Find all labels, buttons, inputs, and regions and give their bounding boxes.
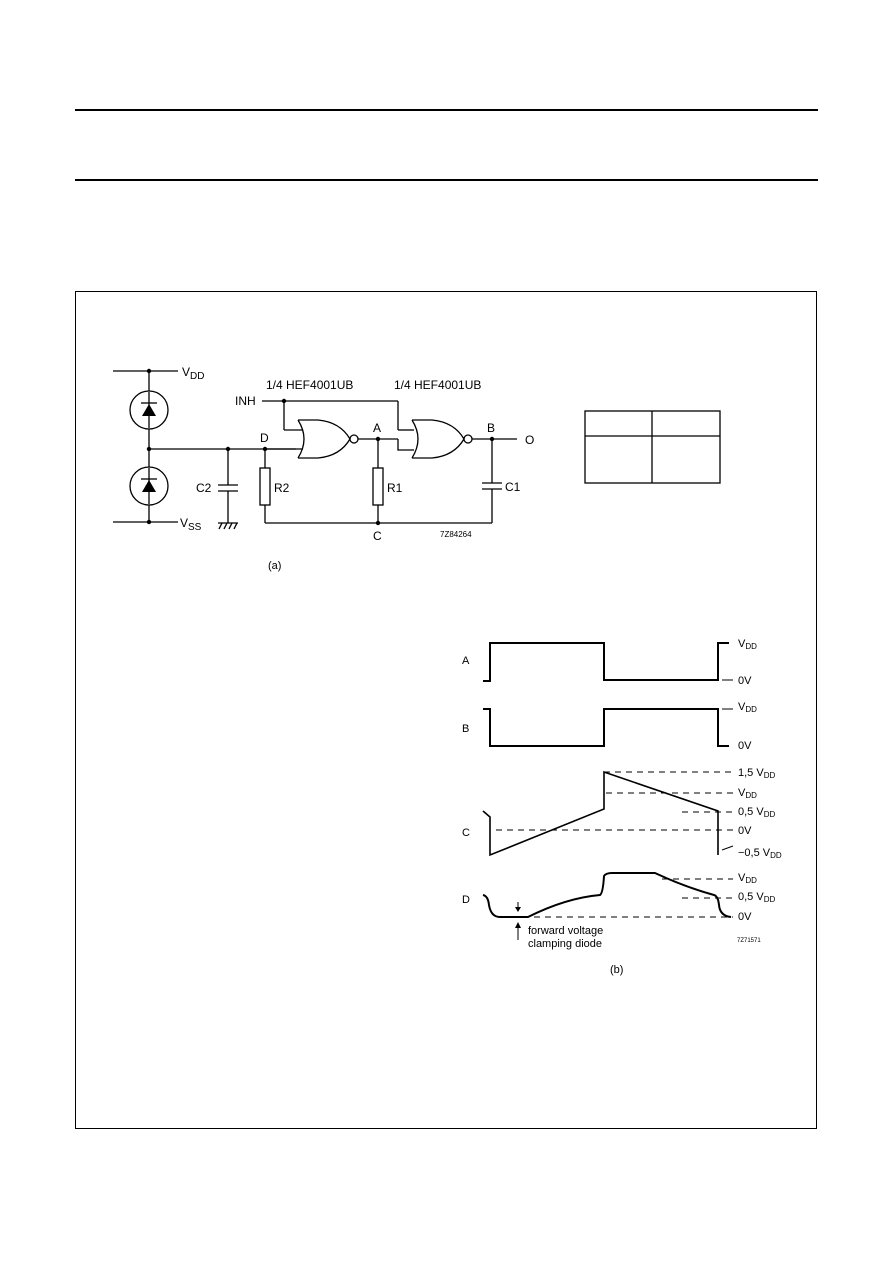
figure-frame xyxy=(75,291,817,1129)
figure-code-b: 7Z71571 xyxy=(737,938,761,944)
label-inh: INH xyxy=(235,394,256,408)
caption-a: (a) xyxy=(268,560,281,572)
resistor-r1 xyxy=(372,439,384,523)
level-c-0-5vdd: 0,5 VDD xyxy=(738,806,775,819)
waveform-a xyxy=(483,642,729,682)
level-d-vdd: VDD xyxy=(738,872,757,885)
nor-gate-2 xyxy=(411,419,473,459)
label-vdd: VDD xyxy=(182,365,204,382)
row-label-d: D xyxy=(462,894,470,906)
level-c-neg-0-5vdd: −0,5 VDD xyxy=(738,847,782,860)
level-c-1-5vdd: 1,5 VDD xyxy=(738,767,775,780)
capacitor-c2 xyxy=(218,449,238,530)
label-r2: R2 xyxy=(274,481,290,495)
label-node-b: B xyxy=(487,421,495,435)
capacitor-c1 xyxy=(482,439,502,523)
waveform-d xyxy=(482,872,732,918)
level-d-0-5vdd: 0,5 VDD xyxy=(738,891,775,904)
blank-table xyxy=(584,410,721,484)
label-gate2: 1/4 HEF4001UB xyxy=(394,378,481,392)
waveform-diagram xyxy=(482,642,734,940)
figure-code-a: 7Z84264 xyxy=(440,530,472,539)
second-rule xyxy=(75,179,818,181)
waveform-c xyxy=(482,770,719,857)
top-rule xyxy=(75,109,818,111)
label-r1: R1 xyxy=(387,481,403,495)
level-b-0v: 0V xyxy=(738,740,752,752)
circuit-diagram xyxy=(113,368,517,530)
level-c-0v: 0V xyxy=(738,825,752,837)
row-label-a: A xyxy=(462,655,470,667)
level-d-0v: 0V xyxy=(738,911,752,923)
resistor-r2 xyxy=(259,449,271,523)
row-label-b: B xyxy=(462,723,469,735)
caption-b: (b) xyxy=(610,964,623,976)
annotation-forward-voltage: forward voltage xyxy=(528,925,603,937)
clamping-diode-top xyxy=(129,390,169,430)
label-node-d: D xyxy=(260,431,269,445)
label-gate1: 1/4 HEF4001UB xyxy=(266,378,353,392)
level-a-0v: 0V xyxy=(738,675,752,687)
level-a-vdd: VDD xyxy=(738,638,757,651)
label-c2: C2 xyxy=(196,481,212,495)
level-c-vdd: VDD xyxy=(738,787,757,800)
level-b-vdd: VDD xyxy=(738,701,757,714)
label-node-a: A xyxy=(373,421,381,435)
row-label-c: C xyxy=(462,827,470,839)
clamping-diode-bottom xyxy=(129,466,169,506)
label-output-o: O xyxy=(525,433,534,447)
label-c1: C1 xyxy=(505,480,521,494)
label-vss: VSS xyxy=(180,516,202,533)
waveform-b xyxy=(483,708,729,747)
nor-gate-1 xyxy=(297,419,359,459)
label-node-c: C xyxy=(373,529,382,543)
annotation-clamping-diode: clamping diode xyxy=(528,938,602,950)
